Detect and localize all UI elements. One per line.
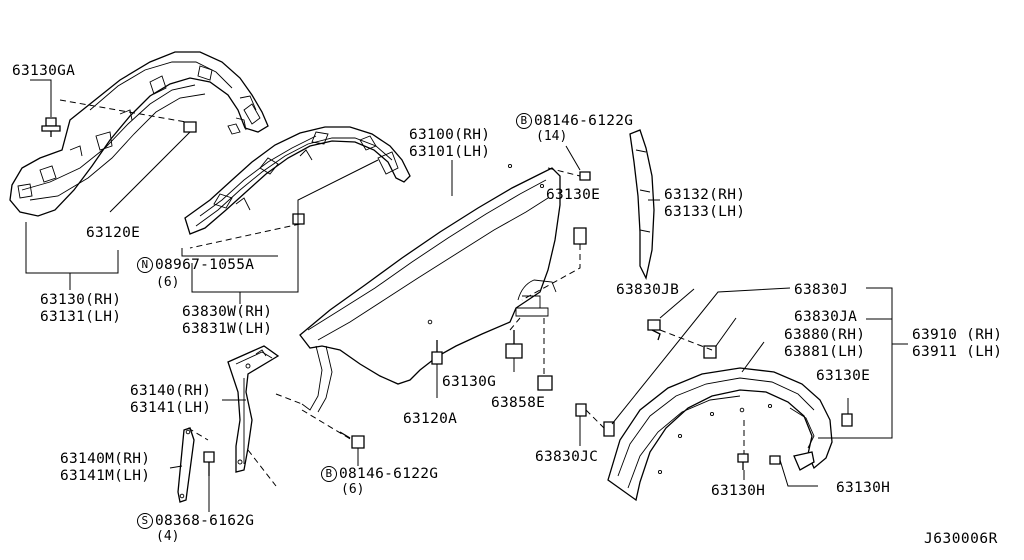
part-label-63881[interactable]: 63881(LH) (784, 344, 866, 360)
part-label-63140[interactable]: 63140(RH) (130, 383, 212, 399)
b-symbol-icon: B (516, 113, 532, 129)
front-fender-drawing[interactable] (299, 163, 561, 413)
leaders-upper-left (25, 79, 191, 290)
leaders-rear (579, 287, 908, 487)
leaders-liner (181, 159, 379, 304)
bracket-63140M-drawing[interactable] (177, 427, 195, 503)
part-label-63858E[interactable]: 63858E (491, 395, 546, 411)
part-number-08368: 08368-6162G (155, 513, 255, 529)
leaders-63140M (169, 427, 210, 512)
fender-liner-drawing[interactable] (184, 126, 411, 235)
part-label-63130GA[interactable]: 63130GA (12, 63, 76, 79)
clip-63130GA-drawing[interactable] (41, 117, 61, 137)
part-label-63101[interactable]: 63101(LH) (409, 144, 491, 160)
fender-bolts-drawing[interactable] (339, 171, 591, 449)
part-number-08146-bottom: 08146-6122G (339, 466, 439, 482)
part-label-63830JB[interactable]: 63830JB (616, 282, 680, 298)
splash-shield-drawing[interactable] (9, 51, 269, 217)
qty-08146-top: (14) (536, 129, 568, 144)
clip-63120E-drawing[interactable] (183, 121, 197, 133)
part-label-63141[interactable]: 63141(LH) (130, 400, 212, 416)
part-label-63910[interactable]: 63910 (RH) (912, 327, 1003, 343)
part-label-63132[interactable]: 63132(RH) (664, 187, 746, 203)
part-label-63830JA[interactable]: 63830JA (794, 309, 858, 325)
leaders-bracket (222, 393, 303, 487)
rear-liner-drawing[interactable] (607, 367, 833, 502)
part-label-63130H-right[interactable]: 63130H (836, 480, 891, 496)
part-label-63130-rh[interactable]: 63130(RH) (40, 292, 122, 308)
part-label-63100[interactable]: 63100(RH) (409, 127, 491, 143)
part-label-63130E-right[interactable]: 63130E (816, 368, 871, 384)
part-label-63133[interactable]: 63133(LH) (664, 204, 746, 220)
part-label-63130H-left[interactable]: 63130H (711, 483, 766, 499)
qty-08146-bottom: (6) (341, 482, 365, 497)
part-label-63911[interactable]: 63911 (LH) (912, 344, 1003, 360)
b-symbol-icon: B (321, 466, 337, 482)
leaders-fender (301, 145, 581, 466)
bracket-63140-drawing[interactable] (227, 345, 280, 473)
part-label-63141M[interactable]: 63141M(LH) (60, 468, 151, 484)
rear-clips-drawing[interactable] (575, 319, 853, 470)
part-label-63830JC[interactable]: 63830JC (535, 449, 599, 465)
qty-08967: (6) (156, 275, 180, 290)
part-number-08146-top: 08146-6122G (534, 113, 634, 129)
part-label-63120A[interactable]: 63120A (403, 411, 458, 427)
bolt-08368-drawing[interactable] (203, 451, 215, 476)
part-label-63130E-top[interactable]: 63130E (546, 187, 601, 203)
part-label-63131-lh[interactable]: 63131(LH) (40, 309, 122, 325)
part-label-63120E[interactable]: 63120E (86, 225, 141, 241)
part-label-63830J[interactable]: 63830J (794, 282, 849, 298)
part-label-63130G[interactable]: 63130G (442, 374, 497, 390)
s-symbol-icon: S (137, 513, 153, 529)
part-label-63831W[interactable]: 63831W(LH) (182, 321, 273, 337)
part-label-63880[interactable]: 63880(RH) (784, 327, 866, 343)
qty-08368: (4) (156, 529, 180, 544)
part-number-08967: 08967-1055A (155, 257, 255, 273)
part-label-63830W[interactable]: 63830W(RH) (182, 304, 273, 320)
diagram-code: J630006R (924, 531, 998, 547)
n-symbol-icon: N (137, 257, 153, 273)
seal-63132-drawing[interactable] (629, 129, 655, 280)
part-label-63140M[interactable]: 63140M(RH) (60, 451, 151, 467)
